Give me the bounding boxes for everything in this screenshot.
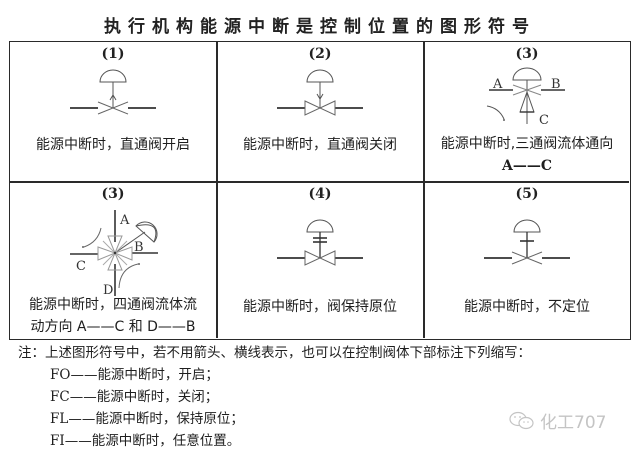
cell-number: (2) [308,46,332,62]
cell-caption: 能源中断时，阀保持原位 [243,299,397,315]
note-item-fc: FC——能源中断时，关闭； [50,389,219,405]
fail-last-position-valve-icon [277,219,363,266]
column-divider [423,42,425,338]
table-cell-1: (1) 能源中断时，直通阀开启 [10,42,216,181]
notes-section: 注：上述图形符号中，若不用箭头、横线表示，也可以在控制阀体下部标注下列缩写： F… [18,343,531,452]
fail-closed-valve-icon [277,69,363,116]
port-label-A: A [492,77,503,92]
table-cell-3: (3) A B C 能源中断时,三通阀流体通向 A——C [424,42,630,181]
symbol-table: (1) 能源中断时，直通阀开启 (2) 能源中断时，直通阀关闭 [9,41,631,340]
wechat-icon [509,411,534,429]
watermark: 化工707 [508,408,606,433]
four-way-valve-icon: A B C D [70,210,158,298]
table-cell-5: (4) 能源中断时，阀保持原位 [217,182,423,338]
figure-title: 执行机构能源中断是控制位置的图形符号 [104,17,536,37]
notes-heading: 注：上述图形符号中，若不用箭头、横线表示，也可以在控制阀体下部标注下列缩写： [18,345,531,361]
cell-number: (5) [515,186,539,202]
cell-caption: 能源中断时，不定位 [464,299,590,315]
fail-indeterminate-valve-icon [484,219,570,265]
note-item-fo: FO——能源中断时，开启； [50,367,219,383]
column-divider [216,42,218,338]
port-label-B: B [134,240,144,255]
cell-caption: 能源中断时，四通阀流体流 动方向 A——C 和 D——B [29,297,197,335]
port-label-A: A [119,213,130,228]
cell-number: (3) [515,46,539,62]
table-cell-6: (5) 能源中断时，不定位 [424,182,630,338]
note-item-fl: FL——能源中断时，保持原位； [50,411,244,427]
cell-number: (4) [308,186,332,202]
port-label-C: C [539,113,549,128]
row-divider [10,181,629,183]
table-cell-2: (2) 能源中断时，直通阀关闭 [217,42,423,181]
three-way-valve-icon: A B C [486,67,565,128]
port-label-D: D [103,283,113,298]
table-cell-4: (3) A B C D 能源中断时，四通阀流体流 [10,182,216,338]
note-item-fi: FI——能源中断时，任意位置。 [50,433,241,449]
cell-number: (1) [101,46,125,62]
port-label-B: B [551,77,561,92]
cell-caption: 能源中断时,三通阀流体通向 A——C [440,136,614,174]
cell-number: (3) [101,186,125,202]
port-label-C: C [76,259,86,274]
cell-caption: 能源中断时，直通阀开启 [36,137,190,153]
watermark-text: 化工707 [540,413,607,433]
cell-caption: 能源中断时，直通阀关闭 [243,137,397,153]
fail-open-valve-icon [70,69,156,115]
